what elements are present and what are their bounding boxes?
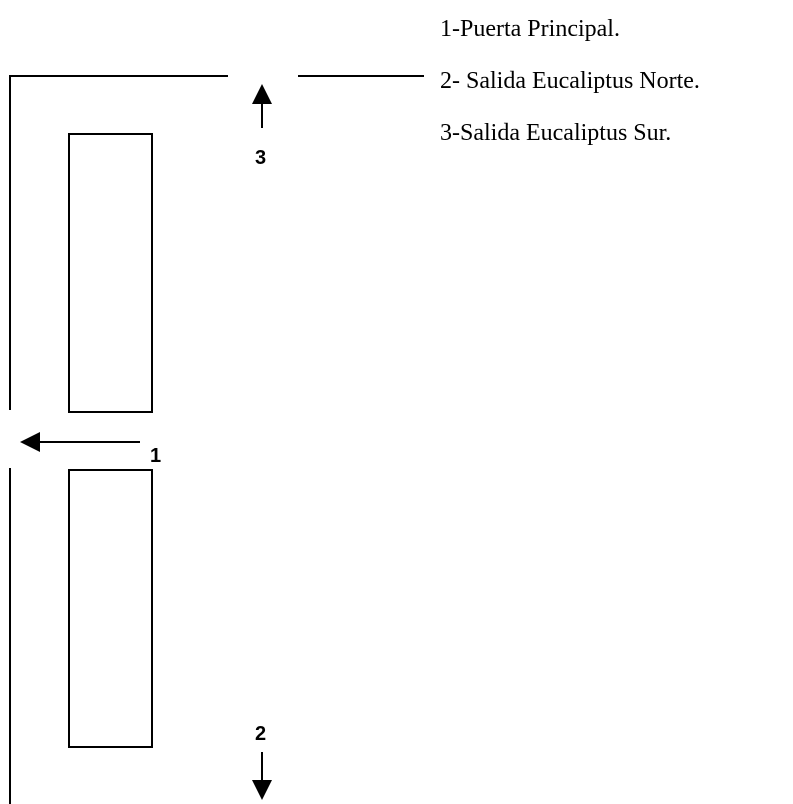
- marker-label-1: 1: [150, 445, 161, 467]
- marker-label-2: 2: [255, 723, 266, 745]
- legend-list: 1-Puerta Principal. 2- Salida Eucaliptus…: [440, 14, 700, 170]
- building-upper: [68, 133, 153, 413]
- building-lower: [68, 469, 153, 748]
- legend-item-exit-north: 2- Salida Eucaliptus Norte.: [440, 68, 700, 94]
- marker-label-3: 3: [255, 147, 266, 169]
- legend-item-exit-south: 3-Salida Eucaliptus Sur.: [440, 120, 672, 146]
- legend-item-main-gate: 1-Puerta Principal.: [440, 16, 620, 42]
